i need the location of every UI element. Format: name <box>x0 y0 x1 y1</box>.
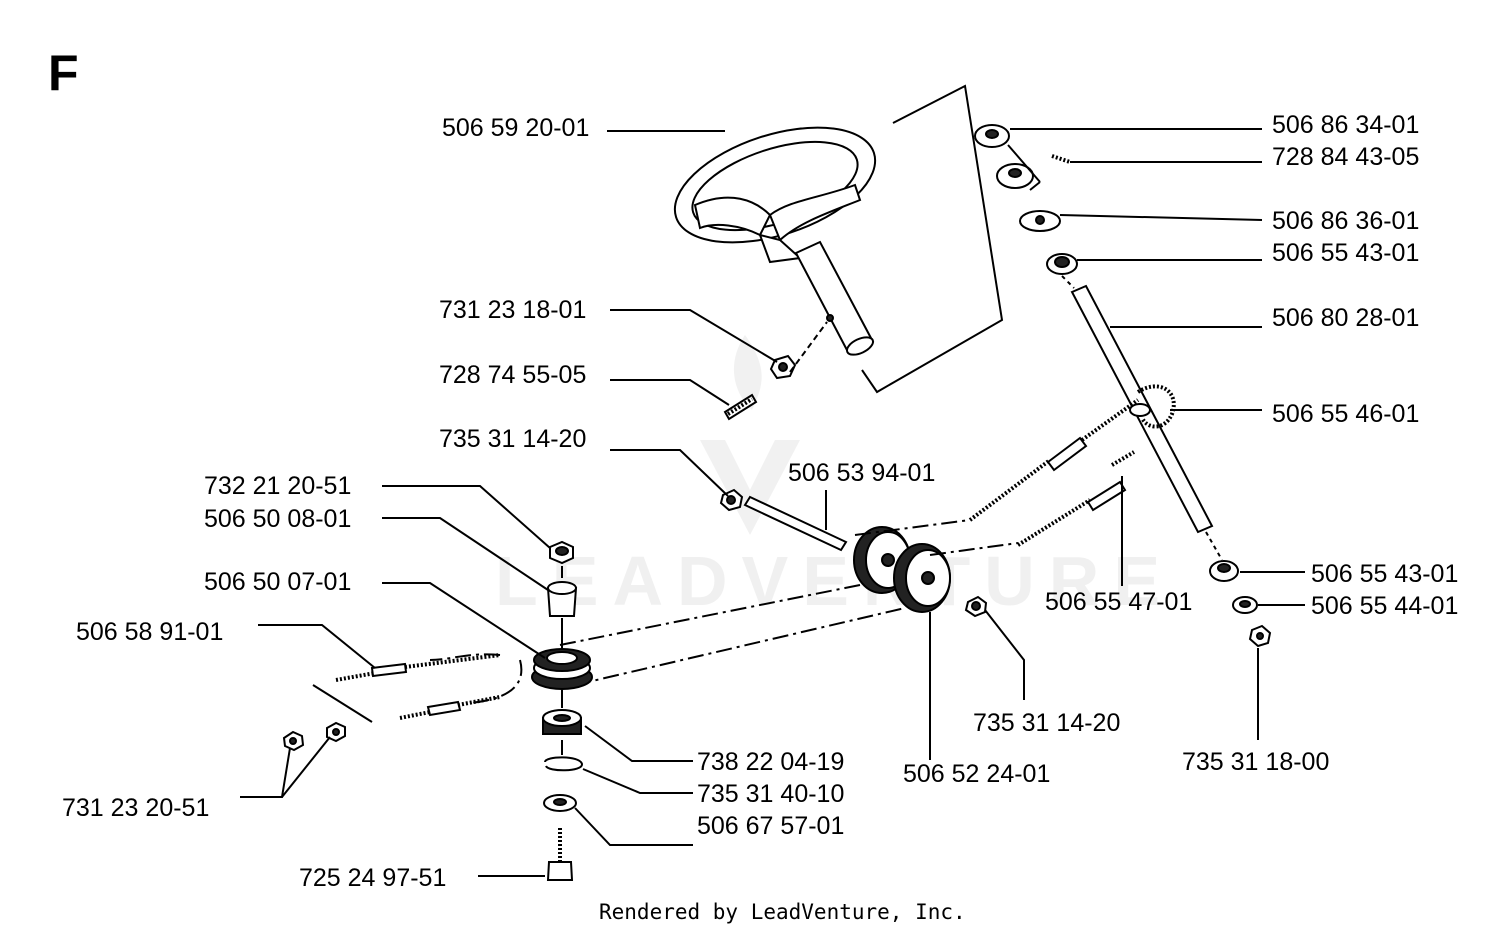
label-steering-shaft[interactable]: 506 80 28-01 <box>1272 304 1419 332</box>
label-top-bushing[interactable]: 506 55 43-01 <box>1272 239 1419 267</box>
label-sprocket[interactable]: 506 55 46-01 <box>1272 400 1419 428</box>
label-idler-nut-left[interactable]: 735 31 14-20 <box>439 425 586 453</box>
shaft-screw-part[interactable] <box>723 393 758 421</box>
label-cable-link[interactable]: 506 55 47-01 <box>1045 588 1192 616</box>
label-cable-nuts[interactable]: 731 23 20-51 <box>62 794 209 822</box>
cable-nuts-part[interactable] <box>282 721 346 752</box>
label-pulley-nut[interactable]: 732 21 20-51 <box>204 472 351 500</box>
label-top-collar[interactable]: 506 86 34-01 <box>1272 111 1419 139</box>
main-pulley-part[interactable] <box>531 648 593 690</box>
sprocket-part[interactable] <box>1129 384 1176 429</box>
shaft-nut-part[interactable] <box>769 354 797 380</box>
label-main-pulley[interactable]: 506 50 07-01 <box>204 568 351 596</box>
label-bottom-nut[interactable]: 735 31 18-00 <box>1182 748 1329 776</box>
label-idler-nut-right[interactable]: 735 31 14-20 <box>973 709 1120 737</box>
leader-lines <box>240 128 1305 877</box>
label-idler-pulley[interactable]: 506 52 24-01 <box>903 760 1050 788</box>
top-bushing-part[interactable] <box>1046 253 1078 275</box>
top-collar-part[interactable] <box>974 124 1010 148</box>
spring-clip-part[interactable] <box>544 756 583 772</box>
left-cable-part[interactable] <box>335 653 501 720</box>
pulley-nut-part[interactable] <box>549 540 574 565</box>
watermark-text: LEADVENTURE <box>495 542 1174 620</box>
part-labels: 506 59 20-01 731 23 18-01 728 74 55-05 7… <box>62 111 1458 892</box>
label-shaft-nut[interactable]: 731 23 18-01 <box>439 296 586 324</box>
bottom-nut-part[interactable] <box>1248 624 1272 648</box>
second-collar-part[interactable] <box>996 163 1034 189</box>
watermark-logo: LEADVENTURE <box>495 335 1174 620</box>
label-bottom-washer[interactable]: 506 55 44-01 <box>1311 592 1458 620</box>
idler-nut-right-part[interactable] <box>964 595 988 618</box>
top-washer-part[interactable] <box>1019 210 1061 232</box>
label-bottom-bushing[interactable]: 506 55 43-01 <box>1311 560 1458 588</box>
bottom-washer-part[interactable] <box>1232 596 1258 614</box>
label-steering-wheel[interactable]: 506 59 20-01 <box>442 114 589 142</box>
set-screw-part[interactable] <box>1051 154 1071 164</box>
label-washer[interactable]: 506 67 57-01 <box>697 812 844 840</box>
label-left-cable[interactable]: 506 58 91-01 <box>76 618 223 646</box>
label-spring-clip[interactable]: 735 31 40-10 <box>697 780 844 808</box>
lower-bearing-part[interactable] <box>542 709 582 735</box>
washer-part[interactable] <box>543 794 577 812</box>
credit-text: Rendered by LeadVenture, Inc. <box>599 900 966 924</box>
label-idler-shaft[interactable]: 506 53 94-01 <box>788 459 935 487</box>
label-lower-bearing[interactable]: 738 22 04-19 <box>697 748 844 776</box>
section-letter: F <box>48 45 79 101</box>
idler-shaft-part[interactable] <box>743 495 848 552</box>
label-top-washer[interactable]: 506 86 36-01 <box>1272 207 1419 235</box>
steering-wheel-part[interactable] <box>661 84 1004 394</box>
label-bolt[interactable]: 725 24 97-51 <box>299 864 446 892</box>
pulley-bushing-part[interactable] <box>546 581 578 617</box>
idler-pulley-part[interactable] <box>893 543 951 613</box>
bolt-part[interactable] <box>546 828 574 881</box>
label-set-screw[interactable]: 728 84 43-05 <box>1272 143 1419 171</box>
cable-link-part[interactable] <box>1110 450 1136 467</box>
label-shaft-screw[interactable]: 728 74 55-05 <box>439 361 586 389</box>
right-cables-part[interactable] <box>968 398 1140 547</box>
label-pulley-bushing[interactable]: 506 50 08-01 <box>204 505 351 533</box>
bottom-bushing-part[interactable] <box>1209 560 1239 582</box>
